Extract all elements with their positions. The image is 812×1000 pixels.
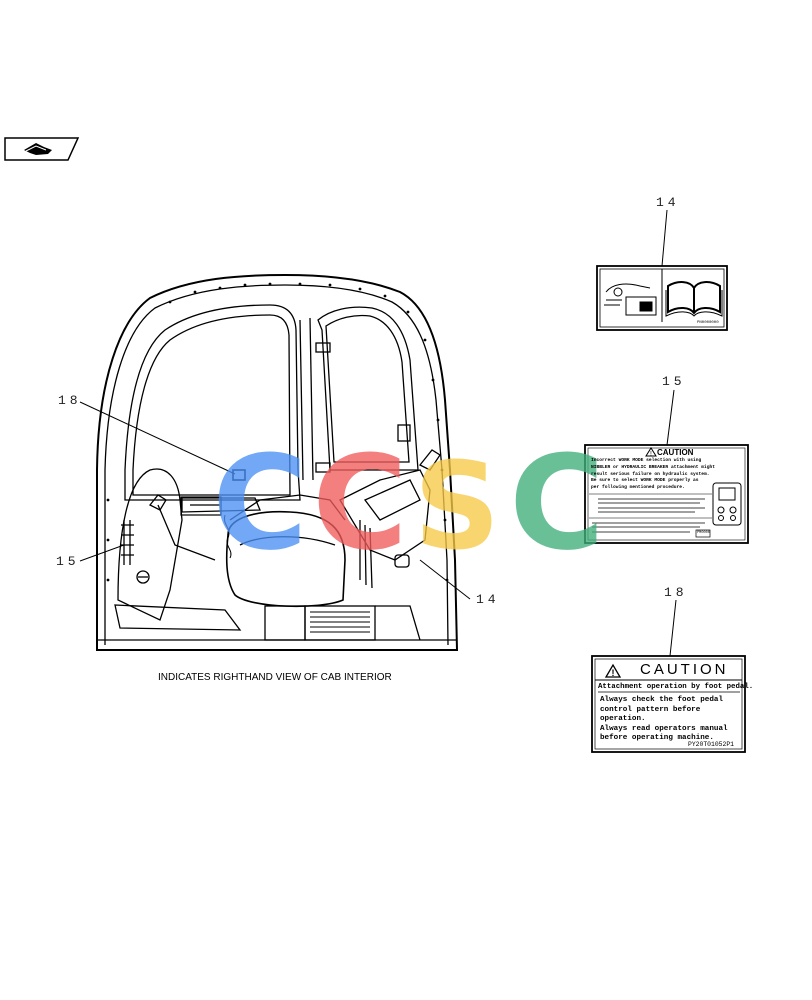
watermark-letter: C (509, 427, 604, 579)
decal-18-code: PY20T01052P1 (688, 741, 735, 748)
keypad-icon (712, 482, 742, 526)
watermark-letter: S (414, 438, 500, 577)
switch-panel-icon (604, 283, 657, 316)
decal-15: ! (584, 389, 749, 544)
callout-18-decal: 18 (664, 585, 688, 600)
cab-interior-illustration (96, 273, 459, 651)
warning-triangle-icon: ! (645, 447, 657, 458)
callout-14-cab: 14 (476, 592, 500, 607)
decal-15-line: Incorrect WORK MODE selection with using (591, 458, 702, 463)
decal-18-location (232, 469, 246, 481)
decal-18-line: operation. (600, 715, 646, 724)
decal-15-line: result serious failure on hydraulic syst… (591, 471, 710, 477)
decal-18-line: Always check the foot pedal (600, 696, 724, 704)
warning-triangle-icon: ! (604, 663, 622, 678)
svg-text:!: ! (650, 452, 652, 458)
decal-14 (596, 209, 728, 331)
watermark-letter: C (312, 427, 407, 579)
watermark-letter: C (212, 427, 307, 579)
page-flip-icon[interactable] (4, 137, 80, 161)
callout-14-decal: 14 (656, 195, 680, 210)
callout-18-cab: 18 (58, 393, 82, 408)
decal-14-code: PN0000000 (697, 321, 719, 325)
decal-18-line: Always read operators manual (600, 724, 728, 733)
decal-15-code: PM0000 (697, 531, 710, 535)
svg-text:!: ! (612, 668, 615, 678)
fine-print-lines (592, 498, 705, 533)
view-caption: INDICATES RIGHTHAND VIEW OF CAB INTERIOR (158, 672, 392, 683)
open-book-icon (665, 281, 723, 317)
decal-18-title: CAUTION (640, 661, 729, 678)
decal-18: ! (591, 599, 746, 753)
decal-15-text: Incorrect WORK MODE selection with using… (591, 458, 741, 492)
decal-15-line: NIBBLER or HYDRAULIC BREAKER attachment … (591, 464, 716, 470)
decal-15-line: Be sure to select WORK MODE properly as (591, 478, 699, 484)
decal-15-line: per following mentioned procedure. (591, 485, 685, 491)
callout-15-cab: 15 (56, 554, 80, 569)
leader-lines-cab (79, 401, 471, 600)
decal-18-line: control pattern before (600, 705, 701, 714)
callout-15-decal: 15 (662, 374, 686, 389)
decal-18-subtitle: Attachment operation by foot pedal. (598, 683, 754, 691)
decal-15-title: CAUTION (657, 448, 694, 457)
decal-18-line: before operating machine. (600, 734, 714, 743)
